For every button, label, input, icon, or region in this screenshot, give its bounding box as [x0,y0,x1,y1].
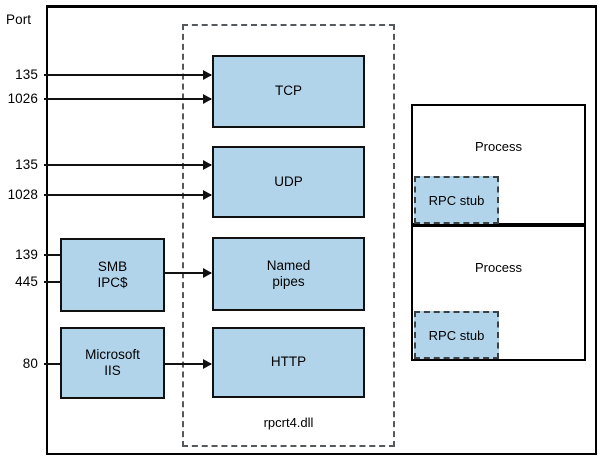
connector-135-to-udp [44,164,211,166]
rpcrt4-dll-label: rpcrt4.dll [263,415,314,430]
rpcrt4-dll-region [182,24,395,447]
service-smb-line2: IPC$ [97,275,128,290]
rpc-stub-2-label: RPC stub [428,327,485,343]
rpc-stub-1[interactable]: RPC stub [414,176,499,224]
transport-tcp-line1: TCP [275,83,302,99]
port-number-139-smb: 139 [15,247,38,262]
service-box-smb[interactable]: SMB IPC$ [60,238,165,312]
transport-box-udp[interactable]: UDP [212,146,365,218]
port-number-80-iis: 80 [22,356,38,371]
host-boundary-frame [46,5,597,455]
connector-smb-to-named-pipes [164,272,211,274]
connector-139-to-smb [44,254,62,256]
transport-http-line1: HTTP [270,354,307,370]
transport-named-pipes-line1: Named [266,257,311,273]
connector-iis-to-http [164,363,211,365]
port-number-135-tcp: 135 [15,67,38,82]
port-number-1026-tcp: 1026 [7,91,38,106]
transport-named-pipes-line2: pipes [272,274,305,289]
arrowhead-1026-to-tcp [203,93,212,104]
arrowhead-1028-to-udp [203,189,212,200]
port-column-label: Port [6,12,32,27]
process-2-title: Process [475,260,522,275]
arrowhead-iis-to-http [203,358,212,369]
connector-80-to-iis [44,363,62,365]
connector-1026-to-tcp [44,98,211,100]
transport-udp-line1: UDP [274,173,303,189]
connector-1028-to-udp [44,194,211,196]
port-number-1028-udp: 1028 [7,187,38,202]
arrowhead-135-to-tcp [203,69,212,80]
service-iis-line2: IIS [104,363,121,378]
transport-box-named-pipes[interactable]: Named pipes [212,237,365,311]
service-box-microsoft-iis[interactable]: Microsoft IIS [60,327,165,399]
arrowhead-135-to-udp [203,159,212,170]
service-smb-line1: SMB [97,258,128,274]
port-number-445-smb: 445 [15,274,38,289]
connector-445-to-smb [44,281,62,283]
process-1-title: Process [475,139,522,154]
connector-135-to-tcp [44,74,211,76]
transport-box-http[interactable]: HTTP [212,327,365,398]
rpc-stub-1-label: RPC stub [428,192,485,208]
arrowhead-smb-to-named-pipes [203,267,212,278]
port-number-135-udp: 135 [15,157,38,172]
rpc-stub-2[interactable]: RPC stub [414,311,499,359]
transport-box-tcp[interactable]: TCP [212,55,365,128]
service-iis-line1: Microsoft [85,346,140,362]
